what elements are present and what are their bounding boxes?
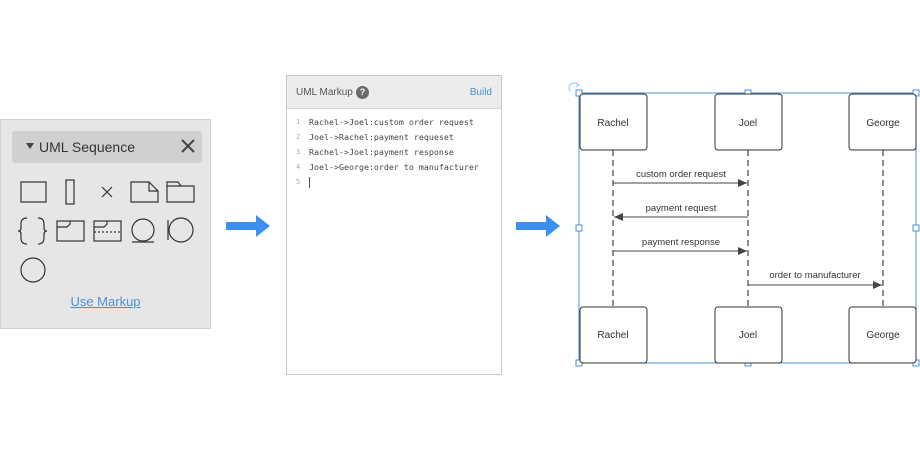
shape-grid [17, 179, 195, 283]
line-text: Joel->George:order to manufacturer [309, 162, 479, 172]
actor-box[interactable] [848, 93, 917, 151]
use-markup-link[interactable]: Use Markup [70, 294, 141, 309]
destroy-x-shape-icon[interactable] [101, 186, 113, 198]
library-title: UML Sequence [39, 139, 135, 155]
lifeline-bar-shape-icon[interactable] [65, 179, 75, 205]
actor-box[interactable] [579, 93, 648, 151]
actor-label: Joel [739, 330, 757, 341]
message-label: payment request [646, 203, 717, 214]
resize-handle[interactable] [912, 224, 920, 232]
line-number: 2 [296, 133, 301, 141]
code-line: 2 Joel->Rachel:payment requeset [287, 131, 501, 146]
line-number: 3 [296, 148, 301, 156]
line-number: 1 [296, 118, 301, 126]
line-number: 5 [296, 178, 301, 186]
message-label: payment response [642, 237, 720, 248]
message-label: custom order request [636, 169, 726, 180]
shape-library-panel: UML Sequence [0, 119, 211, 329]
resize-handle[interactable] [575, 89, 583, 97]
package-shape-icon[interactable] [166, 181, 195, 203]
actor-box[interactable] [579, 306, 648, 364]
entity-shape-icon[interactable] [131, 218, 155, 243]
code-line: 3 Rachel->Joel:payment response [287, 146, 501, 161]
alt-fragment-shape-icon[interactable] [93, 220, 122, 242]
line-text: Joel->Rachel:payment requeset [309, 132, 454, 142]
help-icon[interactable]: ? [356, 86, 369, 99]
library-header[interactable]: UML Sequence [12, 131, 202, 163]
markup-title: UML Markup [296, 87, 353, 98]
sequence-diagram[interactable]: Rachel Joel George Rachel Joel George cu… [565, 80, 920, 375]
markup-header: UML Markup ? Build [287, 76, 501, 109]
flow-arrow-icon [516, 215, 560, 237]
combined-fragment-shape-icon[interactable] [56, 220, 85, 242]
code-line: 1 Rachel->Joel:custom order request [287, 116, 501, 131]
message-label: order to manufacturer [769, 270, 860, 281]
actor-label: Rachel [597, 118, 628, 129]
line-text: Rachel->Joel:payment response [309, 147, 454, 157]
build-button[interactable]: Build [469, 87, 492, 98]
actor-label: George [866, 330, 900, 341]
line-text: Rachel->Joel:custom order request [309, 117, 474, 127]
control-shape-icon[interactable] [20, 257, 46, 283]
close-icon[interactable] [179, 137, 197, 155]
flow-arrow-icon [226, 215, 270, 237]
code-line: 4 Joel->George:order to manufacturer [287, 161, 501, 176]
collapse-caret-icon[interactable] [26, 143, 34, 149]
actor-box[interactable] [848, 306, 917, 364]
uml-markup-panel: UML Markup ? Build 1 Rachel->Joel:custom… [286, 75, 502, 375]
text-cursor [309, 177, 310, 188]
note-shape-icon[interactable] [130, 181, 159, 203]
rectangle-shape-icon[interactable] [20, 181, 47, 203]
resize-handle[interactable] [575, 224, 583, 232]
actor-box[interactable] [714, 306, 783, 364]
boundary-shape-icon[interactable] [167, 217, 194, 243]
brace-fragment-shape-icon[interactable] [17, 217, 48, 245]
line-number: 4 [296, 163, 301, 171]
actor-label: George [866, 118, 900, 129]
actor-box[interactable] [714, 93, 783, 151]
actor-label: Rachel [597, 330, 628, 341]
markup-editor[interactable]: 1 Rachel->Joel:custom order request 2 Jo… [287, 116, 501, 191]
code-line: 5 [287, 176, 501, 191]
actor-label: Joel [739, 118, 757, 129]
